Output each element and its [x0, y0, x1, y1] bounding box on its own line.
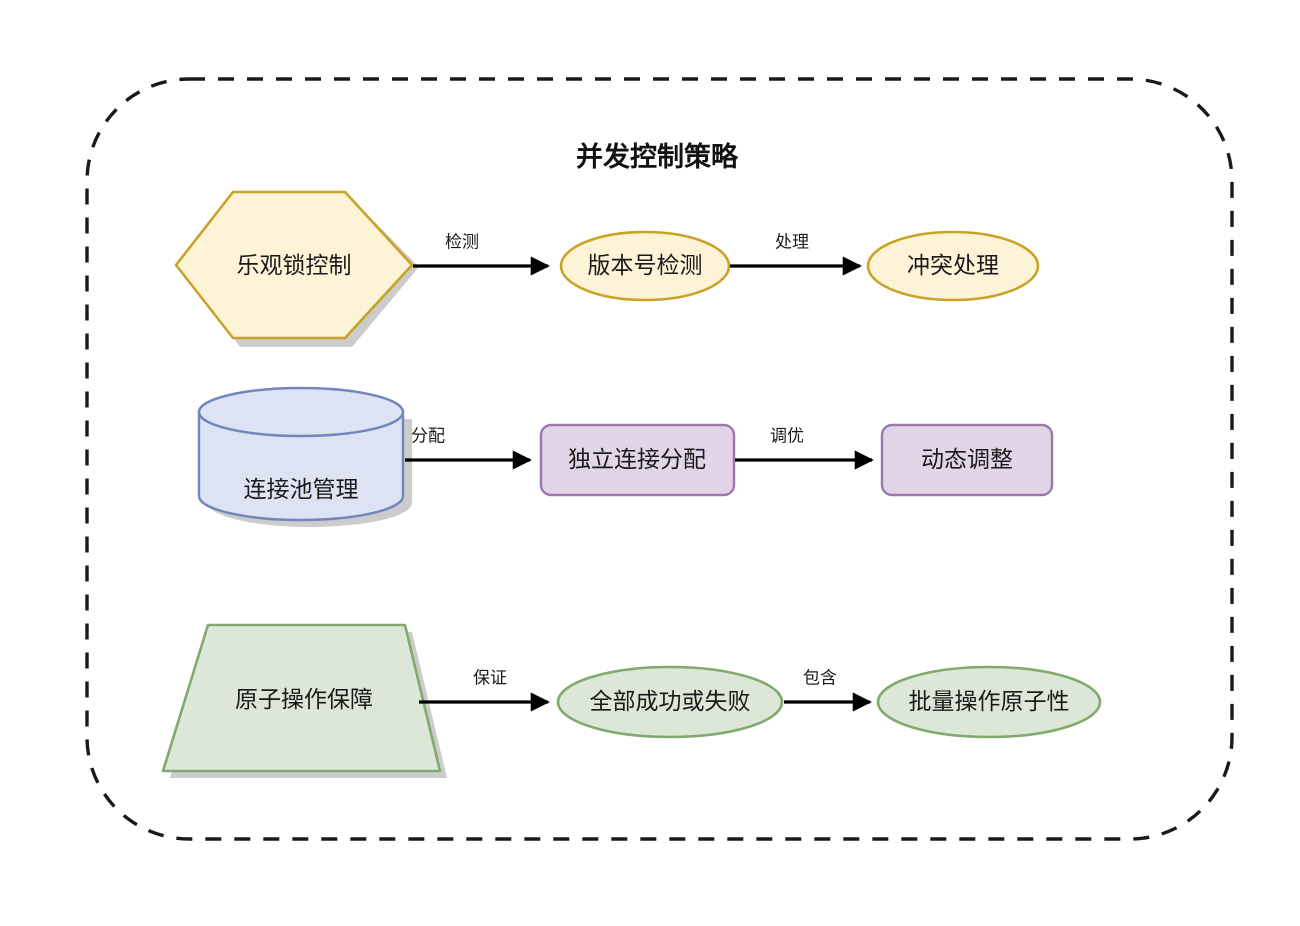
group-connection-pool: 连接池管理 分配 独立连接分配 调优 动态调整: [197, 386, 1054, 527]
node-optimistic-lock-control-label: 乐观锁控制: [237, 252, 352, 278]
node-all-succeed-or-fail-label: 全部成功或失败: [590, 688, 751, 714]
diagram-outer-container: [85, 77, 1234, 841]
node-conflict-handling-label: 冲突处理: [907, 252, 999, 278]
edge-label-guarantee: 保证: [473, 668, 507, 687]
cylinder-top-ellipse: [197, 386, 405, 438]
node-dynamic-adjustment-label: 动态调整: [921, 446, 1013, 472]
node-version-check-label: 版本号检测: [588, 252, 703, 278]
node-batch-operation-atomicity[interactable]: [876, 665, 1102, 739]
node-atomic-operation-guarantee[interactable]: [161, 623, 442, 773]
edge-label-handle: 处理: [775, 232, 809, 251]
group-atomic-operation: 原子操作保障 保证 全部成功或失败 包含 批量操作原子性: [161, 623, 1102, 778]
node-connection-pool-management-label: 连接池管理: [244, 476, 359, 502]
node-atomic-operation-guarantee-label: 原子操作保障: [235, 686, 373, 712]
node-independent-connection-allocation[interactable]: [539, 423, 736, 497]
node-all-succeed-or-fail[interactable]: [556, 665, 784, 739]
node-conflict-handling[interactable]: [866, 230, 1040, 302]
edge-label-contains: 包含: [803, 668, 837, 687]
edge-label-tuning: 调优: [770, 426, 804, 445]
diagram-title: 并发控制策略: [576, 141, 739, 172]
node-independent-connection-allocation-label: 独立连接分配: [568, 446, 706, 472]
node-connection-pool-management[interactable]: [197, 410, 405, 522]
node-version-check[interactable]: [559, 230, 731, 302]
node-batch-operation-atomicity-label: 批量操作原子性: [909, 688, 1070, 714]
node-optimistic-lock-control[interactable]: [174, 190, 414, 340]
edge-label-allocate: 分配: [411, 426, 445, 445]
edge-label-detect: 检测: [445, 232, 479, 251]
group-optimistic-lock: 乐观锁控制 检测 版本号检测 处理 冲突处理: [174, 190, 1040, 347]
node-dynamic-adjustment[interactable]: [880, 423, 1054, 497]
